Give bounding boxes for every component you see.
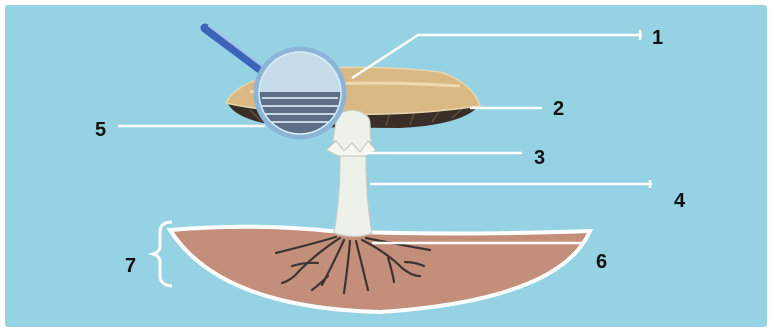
label-7: 7 bbox=[125, 255, 136, 277]
label-1: 1 bbox=[652, 27, 663, 49]
label-6: 6 bbox=[596, 251, 607, 273]
label-4: 4 bbox=[674, 190, 686, 212]
label-5: 5 bbox=[95, 119, 106, 141]
label-3: 3 bbox=[534, 147, 545, 169]
label-2: 2 bbox=[553, 98, 564, 120]
